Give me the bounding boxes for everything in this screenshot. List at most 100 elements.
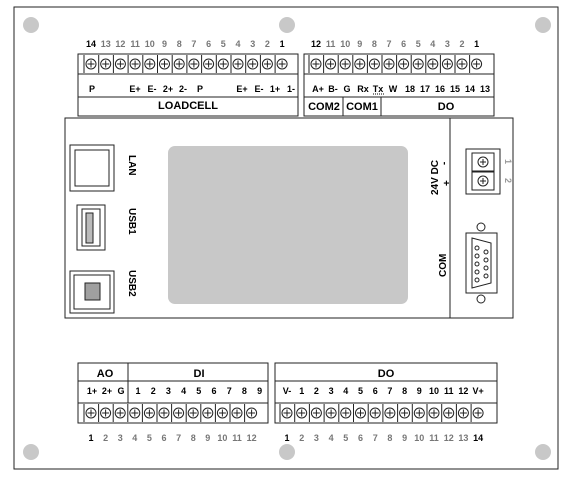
com-do-pin-number: 9 <box>357 39 362 49</box>
com-do-signal-label: 14 <box>465 84 475 94</box>
loadcell-signal-label: 2- <box>179 84 187 94</box>
lan-port <box>69 144 115 192</box>
ao-di-pin-number: 9 <box>205 433 210 443</box>
do-bottom-signal-label: 5 <box>358 386 363 396</box>
com-do-screw <box>441 58 453 70</box>
do-bottom-screw <box>457 407 469 419</box>
do-bottom-screw <box>355 407 366 419</box>
com-do-screw <box>339 58 351 70</box>
do-bottom-pin-number: 4 <box>329 433 334 443</box>
loadcell-screw <box>100 58 112 70</box>
loadcell-pin-number: 12 <box>115 39 125 49</box>
do-bottom-pin-number: 7 <box>373 433 378 443</box>
com-do-pin-number: 7 <box>386 39 391 49</box>
do-bottom-signal-label: 8 <box>402 386 407 396</box>
do-bottom-signal-label: V+ <box>472 386 483 396</box>
com-label: COM <box>438 254 449 277</box>
ao-di-screw <box>143 407 155 419</box>
right-panel <box>449 117 514 319</box>
do-bottom-pin-number: 9 <box>402 433 407 443</box>
ao-di-screw <box>187 407 199 419</box>
do-bottom-signal-label: 9 <box>417 386 422 396</box>
ao-di-screw <box>158 407 170 419</box>
display-screen <box>168 146 408 304</box>
com-do-screw <box>310 58 322 70</box>
mount-hole-bottom-left <box>23 444 39 460</box>
usb1-label: USB1 <box>126 208 137 235</box>
do-bottom-screw <box>325 407 337 419</box>
loadcell-pin-number: 5 <box>221 39 226 49</box>
do-bottom-pin-number: 10 <box>414 433 424 443</box>
loadcell-signal-label: E+ <box>236 84 247 94</box>
do-bottom-group-label: DO <box>378 368 395 380</box>
do-bottom-screw <box>399 407 411 419</box>
power-label: 24V DC <box>430 160 441 195</box>
com-do-signal-label: G <box>343 84 350 94</box>
do-bottom-pin-number: 8 <box>387 433 392 443</box>
mount-hole-top-center <box>279 17 295 33</box>
com-do-screw <box>383 58 395 70</box>
ao-di-pin-number: 8 <box>191 433 196 443</box>
ao-signal-label: 2+ <box>102 386 112 396</box>
loadcell-pin-number: 9 <box>162 39 167 49</box>
com-do-signal-label: 16 <box>435 84 445 94</box>
com2-group-label: COM2 <box>308 101 340 113</box>
mount-hole-bottom-right <box>535 444 551 460</box>
loadcell-signal-label: 1- <box>287 84 295 94</box>
polarity-minus: - <box>439 162 450 165</box>
ao-group-label: AO <box>97 368 114 380</box>
do-bottom-pin-number: 3 <box>314 433 319 443</box>
do-bottom-screw <box>384 407 396 419</box>
ao-di-screw <box>173 407 185 419</box>
ao-di-screw <box>129 407 141 419</box>
com-do-screw <box>427 58 439 70</box>
ao-di-pin-number: 3 <box>118 433 123 443</box>
com-db9-connector <box>465 222 498 304</box>
do-bottom-signal-label: 1 <box>299 386 304 396</box>
loadcell-screw <box>85 58 97 70</box>
di-signal-label: 4 <box>181 386 186 396</box>
ao-signal-label: 1+ <box>87 386 97 396</box>
do-bottom-pin-number: 13 <box>458 433 468 443</box>
loadcell-signal-label: P <box>89 84 95 94</box>
usb2-label: USB2 <box>126 270 137 297</box>
com-do-pin-number: 2 <box>459 39 464 49</box>
loadcell-signal-label: E- <box>255 84 264 94</box>
loadcell-pin-number: 13 <box>101 39 111 49</box>
loadcell-pin-number: 10 <box>145 39 155 49</box>
loadcell-screw <box>217 58 229 70</box>
do-bottom-signal-label: 3 <box>329 386 334 396</box>
com-do-screw <box>398 58 410 70</box>
com-do-pin-number: 4 <box>430 39 435 49</box>
do-bottom-signal-label: 6 <box>373 386 378 396</box>
com-do-signal-label: 18 <box>405 84 415 94</box>
lan-label: LAN <box>126 155 137 176</box>
com-do-signal-label: 15 <box>450 84 460 94</box>
com-do-pin-number: 5 <box>416 39 421 49</box>
com-do-signal-label: 17 <box>420 84 430 94</box>
ao-di-pin-number: 5 <box>147 433 152 443</box>
do-bottom-signal-label: 12 <box>458 386 468 396</box>
com-do-pin-number: 10 <box>340 39 350 49</box>
do-bottom-pin-number: 5 <box>343 433 348 443</box>
ao-di-screw <box>231 407 243 419</box>
loadcell-signal-label: E+ <box>129 84 140 94</box>
polarity-plus: + <box>442 180 453 186</box>
mount-hole-top-right <box>535 17 551 33</box>
do-bottom-screw <box>472 407 484 419</box>
ao-di-pin-number: 12 <box>247 433 257 443</box>
com-do-pin-number: 6 <box>401 39 406 49</box>
ao-di-pin-number: 2 <box>103 433 108 443</box>
do-bottom-screw <box>369 407 381 419</box>
do-bottom-pin-number: 14 <box>473 433 483 443</box>
do-bottom-pin-number: 11 <box>429 433 439 443</box>
mount-hole-top-left <box>23 17 39 33</box>
do-bottom-signal-label: 11 <box>444 386 454 396</box>
loadcell-pin-number: 3 <box>250 39 255 49</box>
do-bottom-screw <box>443 407 455 419</box>
do-bottom-signal-label: V- <box>283 386 292 396</box>
loadcell-screw <box>173 58 185 70</box>
